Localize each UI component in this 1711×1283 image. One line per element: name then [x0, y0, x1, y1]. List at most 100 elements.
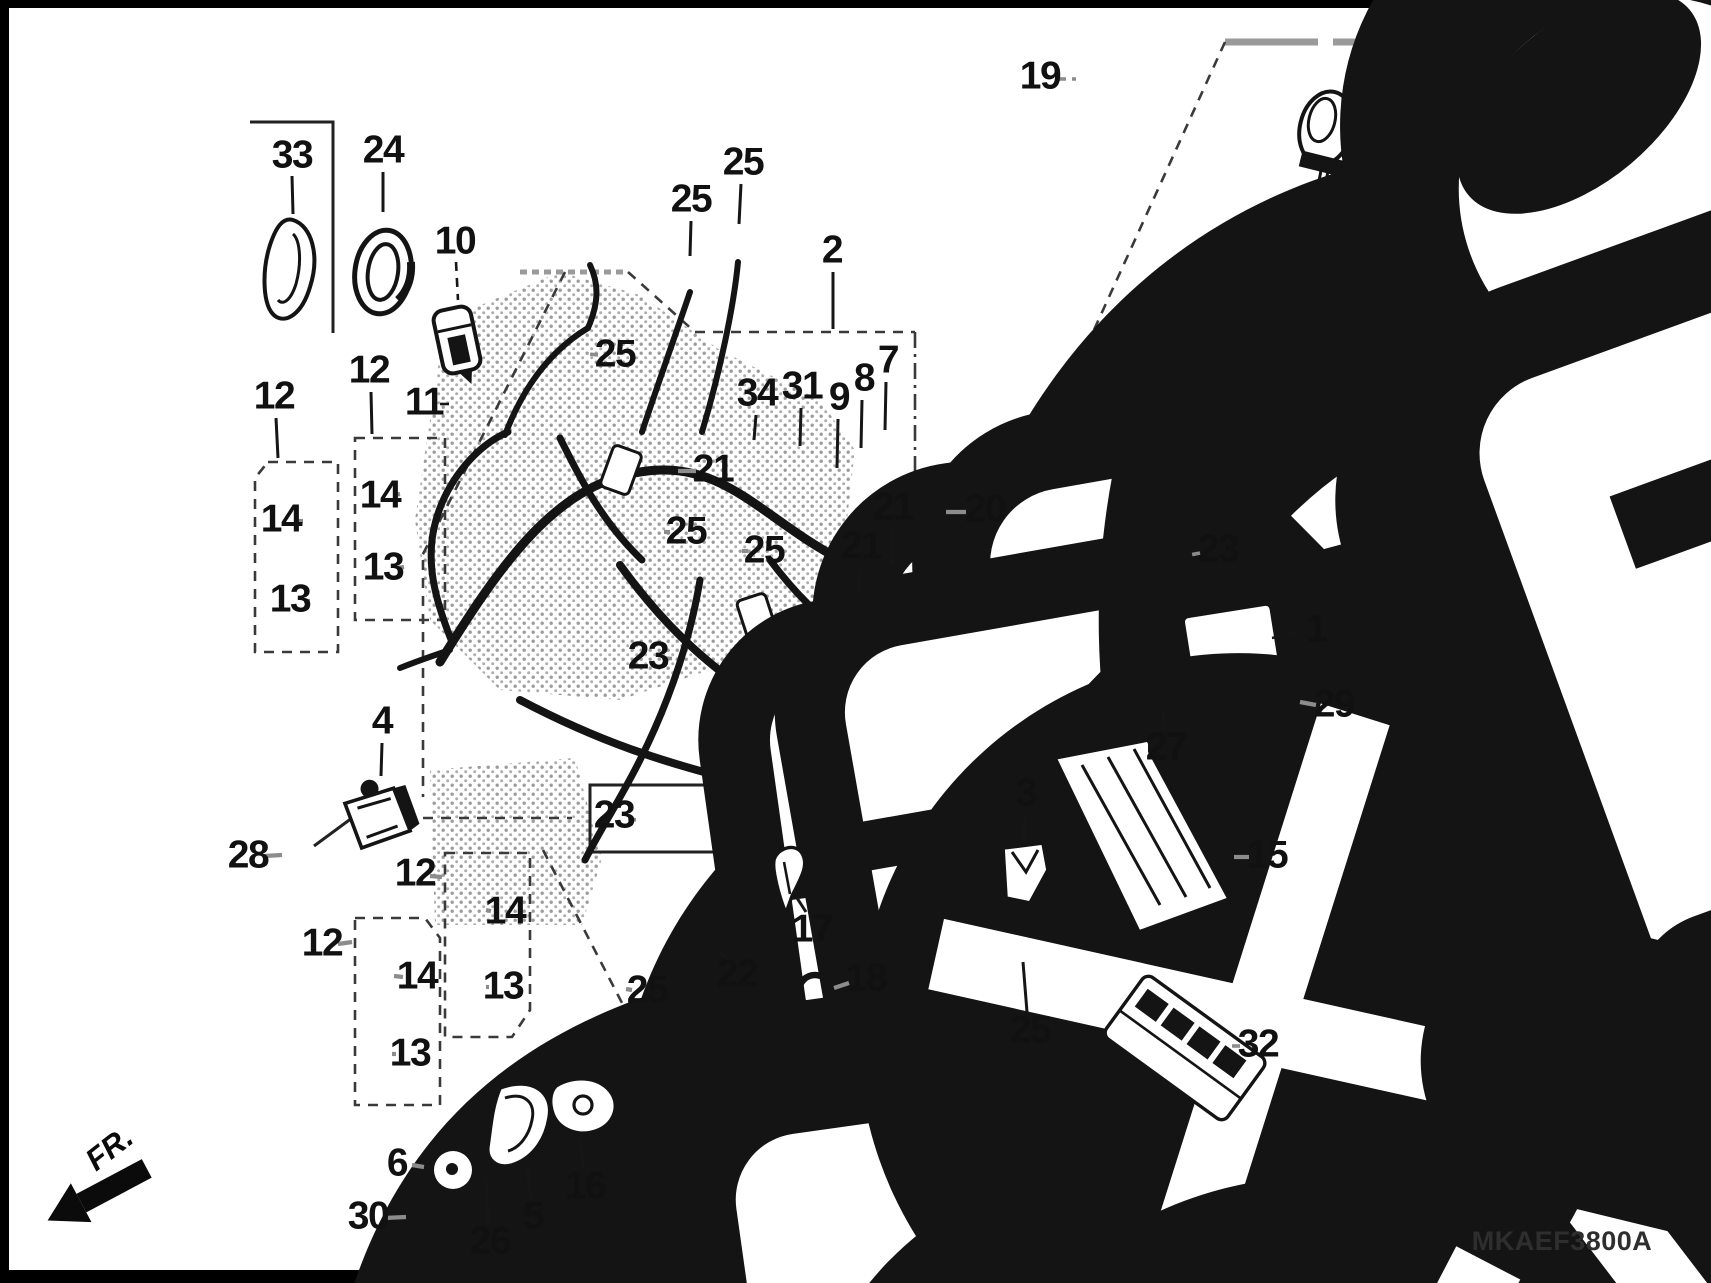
callout-14: 14	[261, 497, 303, 540]
callout-14: 14	[397, 954, 439, 997]
callout-13: 13	[270, 577, 311, 620]
callout-21: 21	[841, 524, 882, 567]
leader-line-8	[859, 399, 864, 449]
leader-line-14	[393, 973, 404, 980]
callout-18: 18	[846, 956, 887, 999]
callout-32: 32	[1238, 1022, 1279, 1065]
leader-line-14	[485, 907, 492, 914]
callout-12: 12	[302, 921, 343, 964]
part-18-oring-icon	[795, 971, 835, 1011]
callout-12: 12	[395, 851, 436, 894]
leader-line-25	[688, 220, 693, 257]
callout-29: 29	[1314, 682, 1355, 725]
leader-line-10	[454, 261, 460, 301]
callout-25: 25	[1010, 1008, 1051, 1051]
leader-line-4	[379, 742, 384, 777]
leader-line-12	[369, 391, 374, 435]
callout-17: 17	[792, 907, 832, 950]
callout-16: 16	[565, 1164, 606, 1207]
callout-12: 12	[254, 374, 295, 417]
callout-4: 4	[372, 699, 394, 742]
callout-6: 6	[387, 1141, 408, 1184]
leader-line-6	[411, 1162, 425, 1170]
part-17-clip-icon	[771, 845, 807, 918]
callout-15: 15	[1247, 833, 1288, 876]
part-glyphs	[262, 0, 1711, 1283]
leader-line-14	[393, 491, 401, 498]
callout-10: 10	[435, 219, 476, 262]
callout-13: 13	[483, 964, 524, 1007]
callout-25: 25	[627, 968, 668, 1011]
leader-line-17	[795, 897, 808, 913]
callout-7: 7	[878, 338, 898, 381]
leader-line-30	[383, 1214, 407, 1221]
part-32-connector-block-icon	[1103, 974, 1267, 1122]
callout-11: 11	[405, 380, 444, 423]
leader-line-28	[263, 852, 283, 859]
callout-19: 19	[1020, 54, 1061, 97]
part-3-clip-icon	[1001, 841, 1050, 906]
callout-8: 8	[854, 356, 875, 399]
leader-line-23	[1189, 551, 1201, 557]
leader-line-16	[578, 1135, 585, 1169]
leader-line-23	[627, 817, 639, 822]
leader-line-13	[396, 564, 405, 571]
leader-line-18	[833, 981, 850, 990]
leader-lines	[263, 77, 1317, 1224]
leader-line-12	[274, 417, 280, 459]
callout-23: 23	[628, 634, 669, 677]
leader-line-29	[1299, 699, 1317, 708]
leader-line-23	[663, 656, 679, 661]
part-24-ring-icon	[352, 227, 416, 317]
callout-3: 3	[1016, 771, 1037, 814]
leader-line-25	[587, 352, 599, 357]
leader-line-25	[625, 986, 633, 993]
callout-14: 14	[360, 473, 402, 516]
callout-21: 21	[873, 485, 914, 528]
part-5-bracket-icon	[486, 1082, 552, 1168]
callout-1: 1	[1306, 607, 1327, 650]
leader-line-22	[718, 950, 731, 963]
callout-23: 23	[594, 793, 635, 836]
callout-21: 21	[693, 447, 734, 490]
callout-25: 25	[744, 528, 785, 571]
callout-25: 25	[595, 332, 636, 375]
callout-24: 24	[363, 128, 405, 171]
part-15-bracket-icon	[1052, 737, 1235, 935]
callout-31: 31	[782, 364, 823, 407]
callout-28: 28	[228, 833, 269, 876]
leader-line-21	[856, 567, 862, 595]
callout-33: 33	[272, 133, 313, 176]
diagram-code: MKAEF3800A	[1472, 1226, 1653, 1256]
leader-line-34	[752, 414, 758, 441]
harness-cap	[1240, 89, 1711, 1283]
callout-13: 13	[363, 545, 404, 588]
leader-line-7	[883, 381, 888, 431]
callout-25: 25	[666, 509, 707, 552]
callout-27: 27	[1146, 725, 1186, 768]
part-33-cover-icon	[262, 217, 317, 321]
callout-5: 5	[523, 1194, 544, 1237]
leader-line-3	[1022, 814, 1027, 843]
leader-line-26	[484, 1175, 490, 1224]
callout-25: 25	[723, 140, 764, 183]
part-4-bracket-icon	[342, 779, 420, 851]
callout-20: 20	[965, 487, 1006, 530]
leader-line-1	[1271, 631, 1297, 640]
callout-25: 25	[671, 177, 712, 220]
callout-34: 34	[737, 371, 779, 414]
leader-line-25	[1021, 961, 1029, 1013]
callout-13: 13	[390, 1031, 431, 1074]
callout-22: 22	[717, 952, 758, 995]
leader-line-9	[835, 418, 840, 469]
leader-line-27	[1161, 711, 1167, 730]
callout-26: 26	[470, 1219, 511, 1262]
leader-line-5	[525, 1167, 533, 1199]
leader-line-33	[290, 175, 295, 215]
callout-9: 9	[829, 375, 850, 418]
leader-line-12	[429, 873, 443, 880]
part-10-connector-icon	[431, 304, 483, 384]
